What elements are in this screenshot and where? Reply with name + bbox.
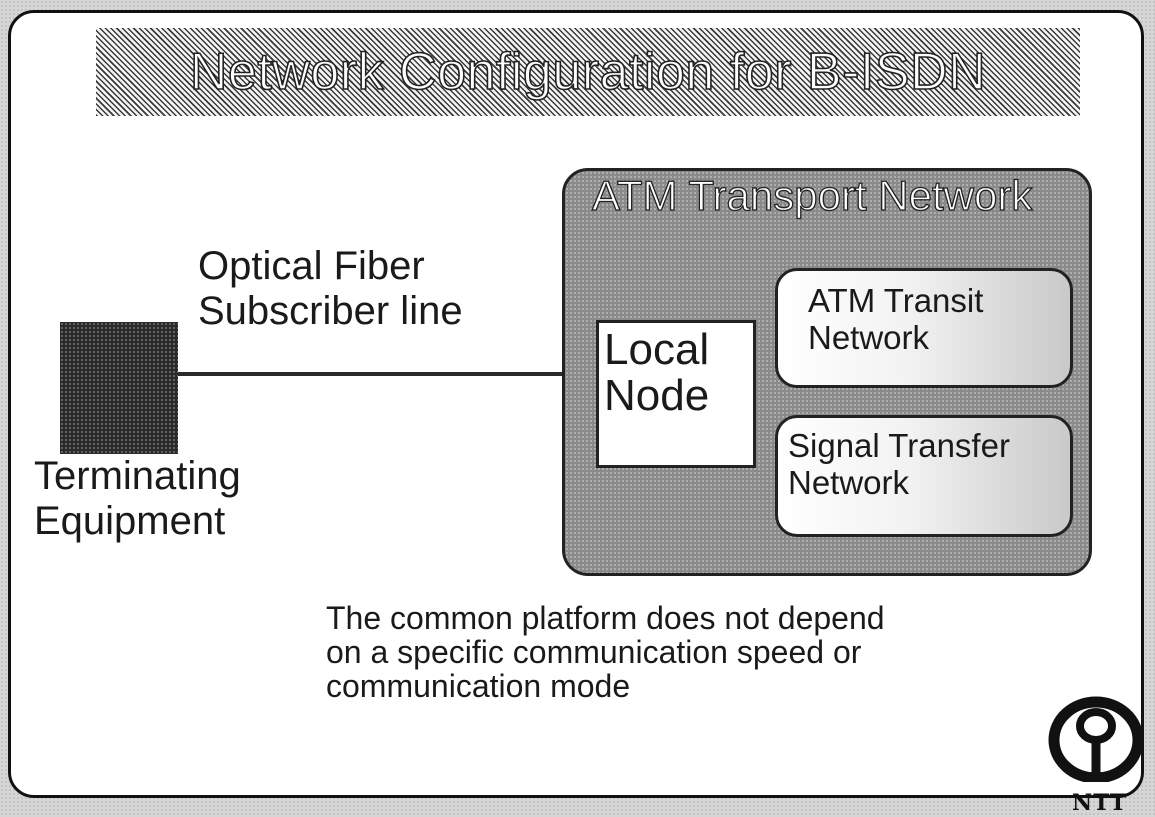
terminating-equipment-label-line2: Equipment <box>34 498 226 543</box>
local-node-box <box>596 320 756 468</box>
signal-transfer-network-box <box>775 415 1073 537</box>
atm-transit-network-box <box>775 268 1073 388</box>
title-banner: Network Configuration for B-ISDN <box>96 28 1080 116</box>
ntt-logo-icon <box>1048 696 1144 782</box>
local-node-label: Local Node <box>604 325 710 421</box>
terminating-equipment-box <box>60 322 178 454</box>
atm-transit-network-label: ATM Transit Network <box>808 282 984 357</box>
caption-line2: on a specific communication speed or <box>326 633 862 670</box>
terminating-equipment-label-line1: Terminating <box>34 454 241 498</box>
optical-fiber-line <box>178 372 568 376</box>
caption: The common platform does not depend on a… <box>326 600 885 704</box>
ntt-logo-text: NTT <box>1072 790 1128 816</box>
local-node-label-line2: Node <box>604 371 710 421</box>
subscriber-line-label-line2: Subscriber line <box>198 288 463 333</box>
atm-transport-network-title: ATM Transport Network <box>591 171 1033 219</box>
atm-transit-network-label-line2: Network <box>808 318 930 356</box>
caption-line3: communication mode <box>326 667 631 704</box>
slide-title: Network Configuration for B-ISDN <box>189 42 987 102</box>
signal-transfer-network-label: Signal Transfer Network <box>788 427 1010 502</box>
local-node-label-line1: Local <box>604 325 710 374</box>
atm-transit-network-label-line1: ATM Transit <box>808 282 984 319</box>
signal-transfer-network-label-line1: Signal Transfer <box>788 427 1010 464</box>
terminating-equipment-label: Terminating Equipment <box>34 454 241 544</box>
signal-transfer-network-label-line2: Network <box>788 463 910 501</box>
caption-line1: The common platform does not depend <box>326 600 885 636</box>
subscriber-line-label: Optical Fiber Subscriber line <box>198 244 463 334</box>
subscriber-line-label-line1: Optical Fiber <box>198 244 425 288</box>
